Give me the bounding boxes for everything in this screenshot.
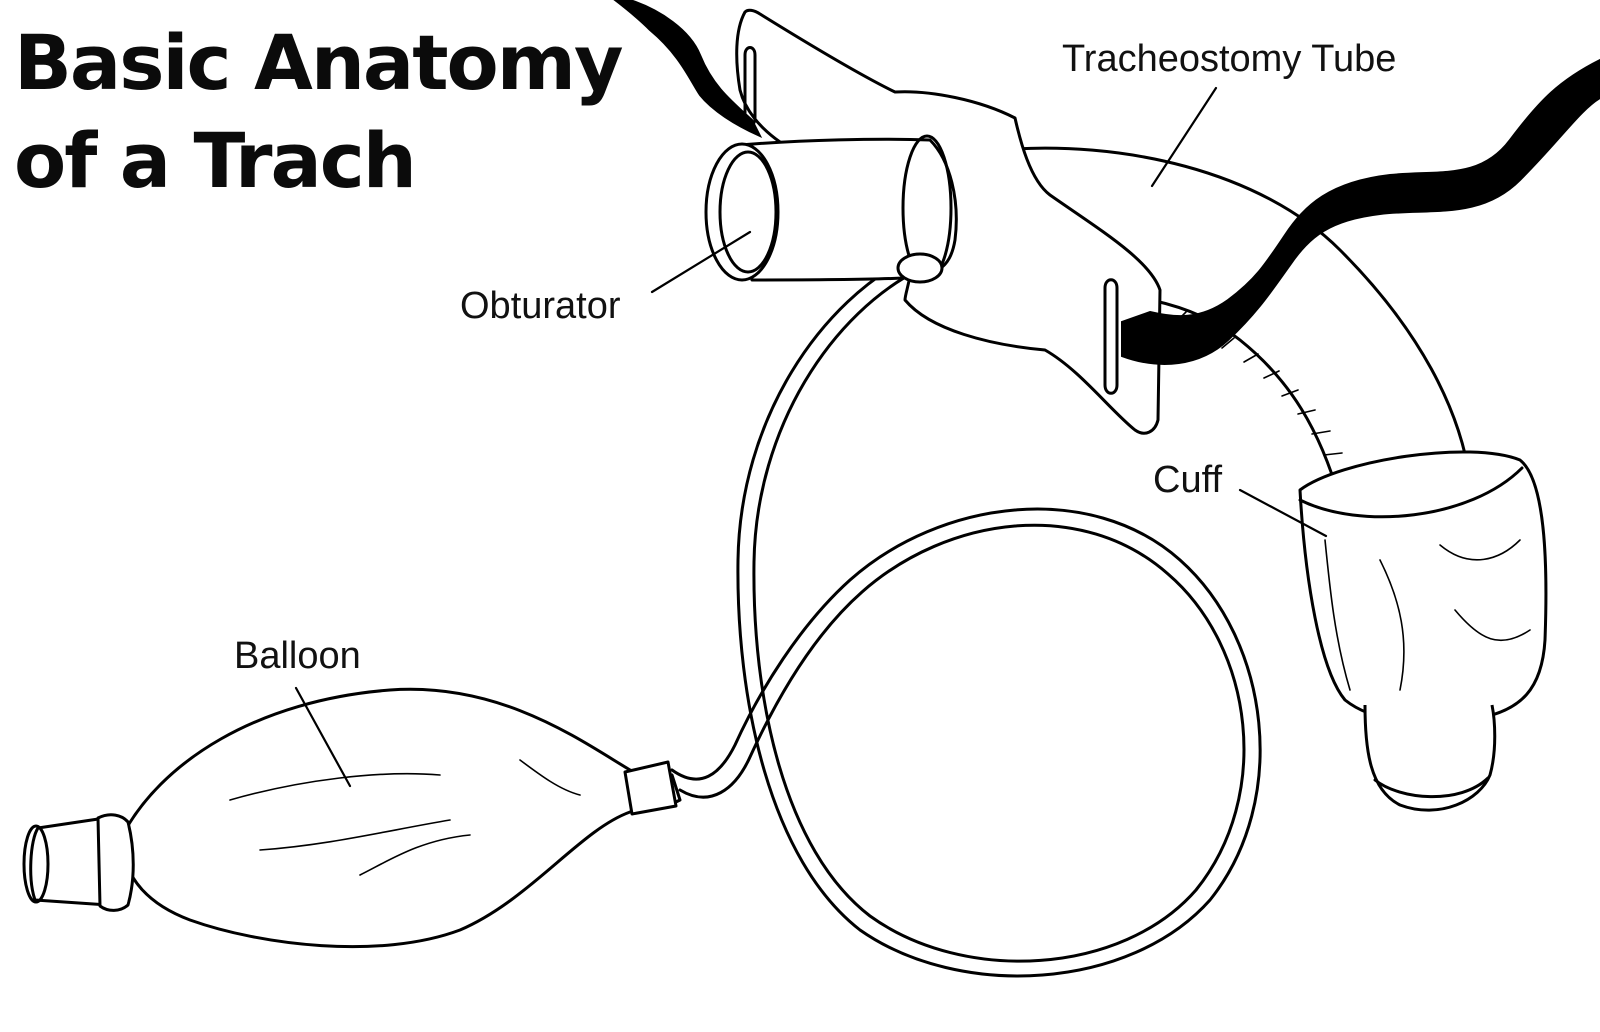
valve-ring	[96, 813, 135, 912]
leader-cuff	[1238, 488, 1328, 538]
leader-balloon	[294, 686, 352, 788]
obturator-cap	[704, 142, 780, 282]
valve-opening	[22, 824, 50, 904]
cuff-wrinkles	[1324, 539, 1531, 691]
cuff-rim	[1298, 466, 1524, 519]
leader-obturator	[650, 230, 752, 294]
tube-tip-end	[1373, 776, 1490, 799]
title-line-1: Basic Anatomy	[14, 18, 623, 107]
balloon-body	[118, 687, 682, 949]
label-obturator: Obturator	[460, 285, 621, 327]
balloon-highlights	[229, 759, 581, 876]
label-balloon: Balloon	[234, 635, 361, 677]
pilot-line-port	[896, 252, 944, 284]
flange-slot-right	[1103, 278, 1119, 395]
balloon-neck	[623, 760, 678, 816]
label-tracheostomy-tube: Tracheostomy Tube	[1062, 38, 1397, 80]
flange-slot-left	[743, 46, 757, 127]
title-line-2: of a Trach	[14, 116, 417, 205]
label-cuff: Cuff	[1153, 459, 1223, 501]
pilot-line-loop-inner	[678, 266, 1246, 963]
leader-tracheostomy-tube	[1150, 86, 1218, 188]
neck-tie-left	[613, 0, 763, 139]
neck-tie-right	[1121, 58, 1600, 365]
obturator-body	[738, 137, 958, 282]
tube-tip	[1363, 704, 1497, 812]
page-title: Basic Anatomy of a Trach	[14, 14, 623, 210]
pilot-line-loop-outer	[670, 253, 1262, 978]
cuff-shape	[1298, 450, 1548, 725]
obturator-cap-inner	[718, 150, 778, 274]
